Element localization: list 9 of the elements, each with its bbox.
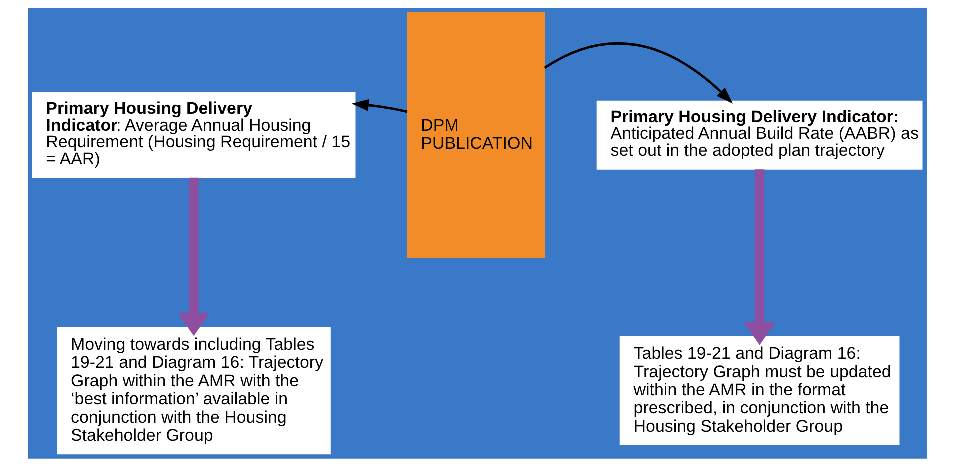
node-box: DPM PUBLICATION [407,12,546,258]
arrow [352,99,408,114]
arrow [544,42,734,104]
node-box: Primary Housing Delivery Indicator: Average Annual Housing Requirement (Housing Requirement / 15 = AAR) [32,92,356,178]
node-box: Moving towards including Tables 19-21 and Diagram 16: Trajectory Graph within the AMR with the ‘best information’ available in conjunction with the Housing Stakeholder Group [57,327,331,455]
arrow [178,178,210,336]
node-box: Tables 19-21 and Diagram 16: Trajectory Graph must be updated within the AMR in the format prescribed, in conjunction with the Housing Stakeholder Group [620,336,900,446]
arrow [744,170,776,346]
node-box: Primary Housing Delivery Indicator: Anticipated Annual Build Rate (AABR) as set out in the adopted plan trajectory [596,100,923,170]
